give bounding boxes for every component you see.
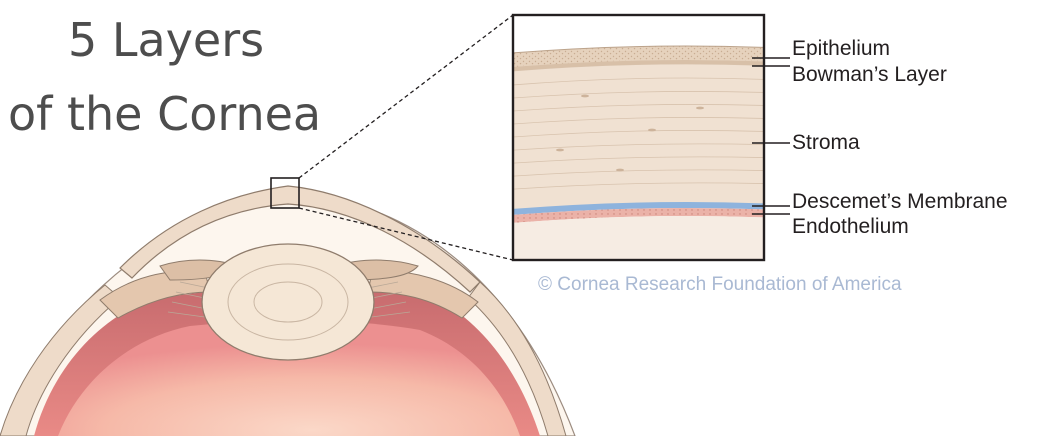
- label-stroma: Stroma: [792, 132, 860, 154]
- zoom-line-top: [299, 15, 513, 178]
- label-bowmans-layer: Bowman’s Layer: [792, 64, 947, 86]
- label-endothelium: Endothelium: [792, 216, 909, 238]
- title-line-2: of the Cornea: [8, 88, 321, 140]
- label-descemets-membrane: Descemet’s Membrane: [792, 191, 1008, 213]
- inset-stroma: [500, 50, 780, 214]
- cornea-inset: [500, 15, 780, 270]
- inset-anterior-chamber: [500, 216, 780, 270]
- title-line-1: 5 Layers: [68, 14, 264, 66]
- label-epithelium: Epithelium: [792, 38, 890, 60]
- eye-cross-section-illustration: [0, 186, 575, 436]
- copyright-notice: © Cornea Research Foundation of America: [538, 274, 902, 296]
